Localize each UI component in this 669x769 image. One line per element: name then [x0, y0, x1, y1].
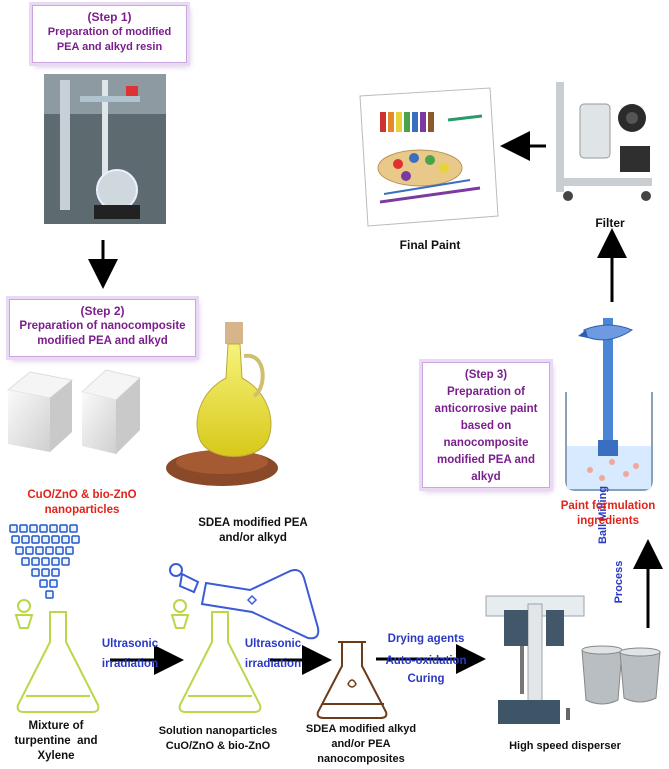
sdea-pea-label: SDEA modified PEA and/or alkyd	[198, 517, 308, 544]
nanoparticle-squares	[9, 524, 80, 599]
lab-setup-photo	[44, 74, 166, 224]
paint-ingredients-label: Paint formulation ingredients	[560, 500, 656, 527]
mixture-label: Mixture of turpentine and Xylene	[14, 720, 98, 762]
step3-line3: based on	[460, 420, 512, 432]
step1-line1: Preparation of modified	[47, 26, 172, 38]
step2-title: (Step 2)	[80, 304, 125, 318]
step3-line4: nanocomposite	[443, 437, 529, 449]
step3-line2: anticorrosive paint	[434, 403, 538, 415]
ultrasonic-label-2: Ultrasonic irradiation	[244, 638, 302, 670]
final-paint-label: Final Paint	[399, 238, 461, 252]
sdea-nanocomposite-label: SDEA modified alkyd and/or PEA nanocompo…	[305, 723, 417, 765]
step3-line1: Preparation of	[447, 386, 525, 398]
disperser-label: High speed disperser	[509, 740, 621, 752]
step1-title: (Step 1)	[87, 10, 132, 24]
disperser-image	[485, 595, 661, 724]
final-paint-image	[359, 87, 499, 227]
step3-line5: modified PEA and	[437, 454, 535, 466]
filter-label: Filter	[595, 216, 625, 230]
flask-mixture	[14, 599, 100, 713]
step3-line6: alkyd	[471, 471, 501, 483]
ultrasonic-label-1: Ultrasonic irradiation	[101, 638, 159, 670]
flask-pouring	[169, 563, 320, 640]
step1-line2: PEA and alkyd resin	[56, 41, 163, 53]
step1-box: (Step 1) Preparation of modified PEA and…	[32, 5, 187, 63]
step3-title: (Step 3)	[464, 369, 508, 381]
nanoparticle-cubes	[6, 369, 142, 454]
filter-image	[556, 82, 652, 201]
oil-bottle-image	[166, 322, 278, 486]
step2-line2: modified PEA and alkyd	[37, 335, 168, 347]
drying-agents-label: Drying agents Auto-oxidation Curing	[385, 633, 467, 685]
solution-label: Solution nanoparticles CuO/ZnO & bio-ZnO	[158, 725, 278, 752]
flask-nanocomposite	[316, 641, 388, 719]
nanoparticles-label: CuO/ZnO & bio-ZnO nanoparticles	[27, 489, 137, 516]
beaker-image	[565, 318, 653, 491]
step2-box: (Step 2) Preparation of nanocomposite mo…	[9, 299, 196, 357]
step3-box: (Step 3) Preparation of anticorrosive pa…	[422, 362, 550, 488]
flask-solution	[170, 599, 262, 713]
step2-line1: Preparation of nanocomposite	[19, 320, 186, 332]
process-label: Process	[613, 560, 625, 604]
